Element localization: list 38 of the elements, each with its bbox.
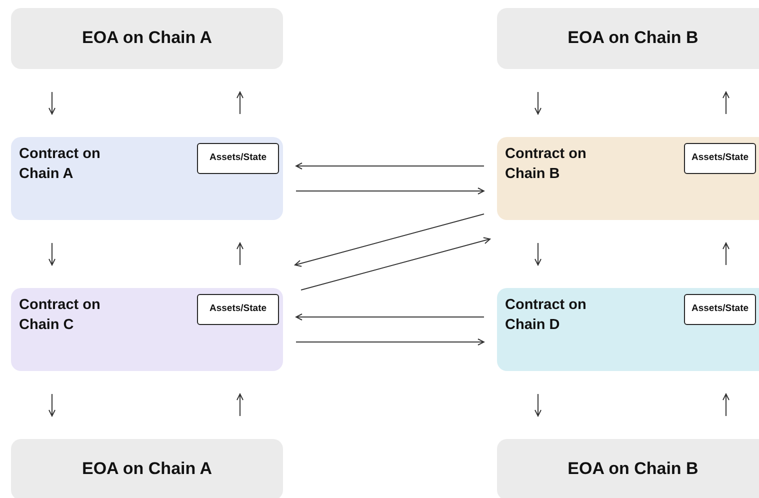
- arrow: [296, 314, 484, 320]
- arrow: [534, 242, 542, 266]
- arrow: [48, 92, 56, 114]
- contract-box: [497, 137, 759, 220]
- arrow: [296, 188, 484, 194]
- contract-box: [497, 288, 759, 371]
- box-label: EOA on Chain A: [82, 460, 212, 479]
- arrow: [296, 338, 484, 346]
- arrow: [48, 242, 56, 266]
- box-label: Contract on Chain A: [19, 145, 102, 184]
- box-label: Assets/State: [209, 304, 267, 315]
- box-label: Contract on Chain C: [19, 296, 102, 335]
- box-label: EOA on Chain B: [568, 460, 698, 479]
- box-label: EOA on Chain B: [568, 29, 698, 48]
- asset-state-box: [684, 294, 756, 325]
- arrow: [722, 242, 730, 266]
- box-label: Contract on Chain B: [505, 145, 588, 184]
- arrow: [236, 242, 244, 266]
- box-label: EOA on Chain A: [82, 29, 212, 48]
- asset-state-box: [197, 294, 279, 325]
- arrow: [534, 92, 542, 114]
- arrow: [48, 394, 56, 416]
- contract-box: [11, 137, 283, 220]
- arrow: [236, 394, 244, 416]
- arrow: [300, 237, 490, 290]
- asset-state-box: [684, 143, 756, 174]
- asset-state-box: [197, 143, 279, 174]
- contract-box: [11, 288, 283, 371]
- box-label: Assets/State: [209, 153, 267, 164]
- arrow: [722, 92, 730, 114]
- arrow: [296, 162, 484, 170]
- box-label: Assets/State: [691, 153, 749, 164]
- arrow: [534, 394, 542, 416]
- arrow: [294, 214, 484, 267]
- box-label: Contract on Chain D: [505, 296, 588, 335]
- arrow: [236, 92, 244, 114]
- arrow: [722, 394, 730, 416]
- box-label: Assets/State: [691, 304, 749, 315]
